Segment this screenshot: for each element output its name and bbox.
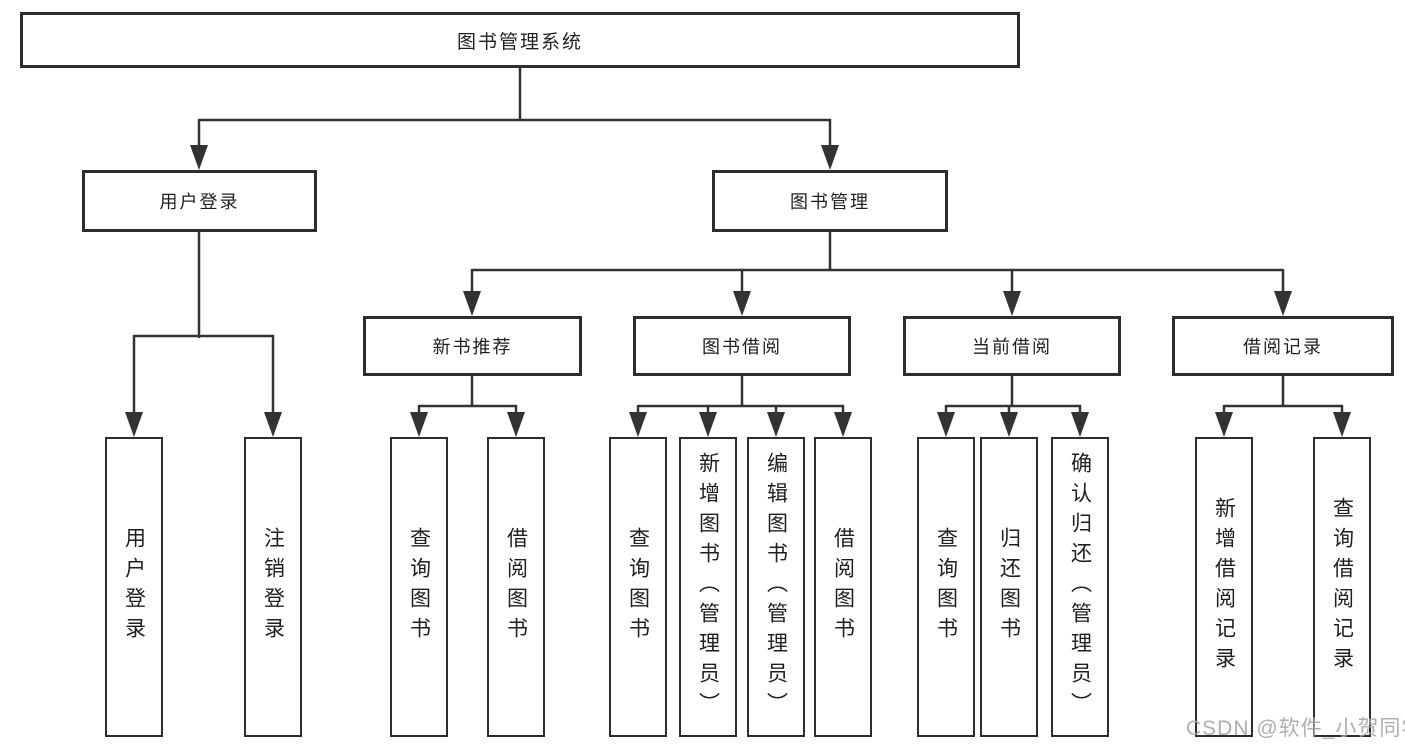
leaf-query-book-1: 查询图书: [390, 437, 448, 737]
node-label: 新增借阅记录: [1212, 497, 1236, 677]
leaf-borrow-book-1: 借阅图书: [487, 437, 545, 737]
node-label: 图书管理系统: [456, 31, 583, 53]
leaf-add-book-admin: 新增图书（管理员）: [679, 437, 737, 737]
arrow-down-icon: [410, 412, 428, 437]
arrow-down-icon: [821, 145, 839, 170]
node-label: 当前借阅: [972, 337, 1052, 357]
leaf-query-borrow-record: 查询借阅记录: [1313, 437, 1371, 737]
arrow-down-icon: [1000, 412, 1018, 437]
arrow-down-icon: [190, 145, 208, 170]
arrow-down-icon: [1003, 291, 1021, 316]
leaf-add-borrow-record: 新增借阅记录: [1195, 437, 1253, 737]
leaf-query-book-3: 查询图书: [917, 437, 975, 737]
node-label: 用户登录: [122, 527, 146, 647]
node-label: 新增图书（管理员）: [696, 452, 720, 722]
leaf-edit-book-admin: 编辑图书（管理员）: [747, 437, 805, 737]
leaf-return-book: 归还图书: [980, 437, 1038, 737]
node-label: 新书推荐: [432, 337, 513, 357]
watermark: CSDN @软件_小贺同学: [1186, 717, 1405, 740]
node-label: 图书借阅: [702, 337, 782, 357]
node-label: 查询图书: [626, 527, 650, 647]
node-label: 图书管理: [790, 192, 870, 212]
arrowheads: [125, 145, 1351, 437]
node-label: 查询图书: [934, 527, 958, 647]
node-label: 归还图书: [997, 527, 1021, 647]
node-label: 借阅图书: [831, 527, 855, 647]
arrow-down-icon: [834, 412, 852, 437]
leaf-user-login: 用户登录: [105, 437, 163, 737]
node-label: 确认归还（管理员）: [1068, 452, 1092, 722]
node-label: 注销登录: [261, 527, 285, 647]
leaf-borrow-book-2: 借阅图书: [814, 437, 872, 737]
arrow-down-icon: [125, 412, 143, 437]
node-label: 用户登录: [159, 192, 240, 212]
node-label: 查询图书: [407, 527, 431, 647]
arrow-down-icon: [629, 412, 647, 437]
node-label: 编辑图书（管理员）: [764, 452, 788, 722]
arrow-down-icon: [1333, 412, 1351, 437]
leaf-logout: 注销登录: [244, 437, 302, 737]
arrow-down-icon: [1071, 412, 1089, 437]
arrow-down-icon: [264, 412, 282, 437]
arrow-down-icon: [463, 291, 481, 316]
node-user-login: 用户登录: [82, 170, 317, 232]
arrow-down-icon: [507, 412, 525, 437]
node-current-borrow: 当前借阅: [903, 316, 1121, 376]
arrow-down-icon: [1274, 291, 1292, 316]
node-new-book-recommend: 新书推荐: [363, 316, 582, 376]
arrow-down-icon: [767, 412, 785, 437]
arrow-down-icon: [1215, 412, 1233, 437]
node-label: 借阅图书: [504, 527, 528, 647]
node-label: 查询借阅记录: [1330, 497, 1354, 677]
arrow-down-icon: [699, 412, 717, 437]
node-library-management-system: 图书管理系统: [20, 12, 1020, 68]
node-book-management: 图书管理: [712, 170, 948, 232]
node-label: 借阅记录: [1243, 337, 1323, 357]
node-book-borrow: 图书借阅: [633, 316, 851, 376]
arrow-down-icon: [733, 291, 751, 316]
leaf-confirm-return-admin: 确认归还（管理员）: [1051, 437, 1109, 737]
leaf-query-book-2: 查询图书: [609, 437, 667, 737]
arrow-down-icon: [937, 412, 955, 437]
node-borrow-record: 借阅记录: [1172, 316, 1394, 376]
